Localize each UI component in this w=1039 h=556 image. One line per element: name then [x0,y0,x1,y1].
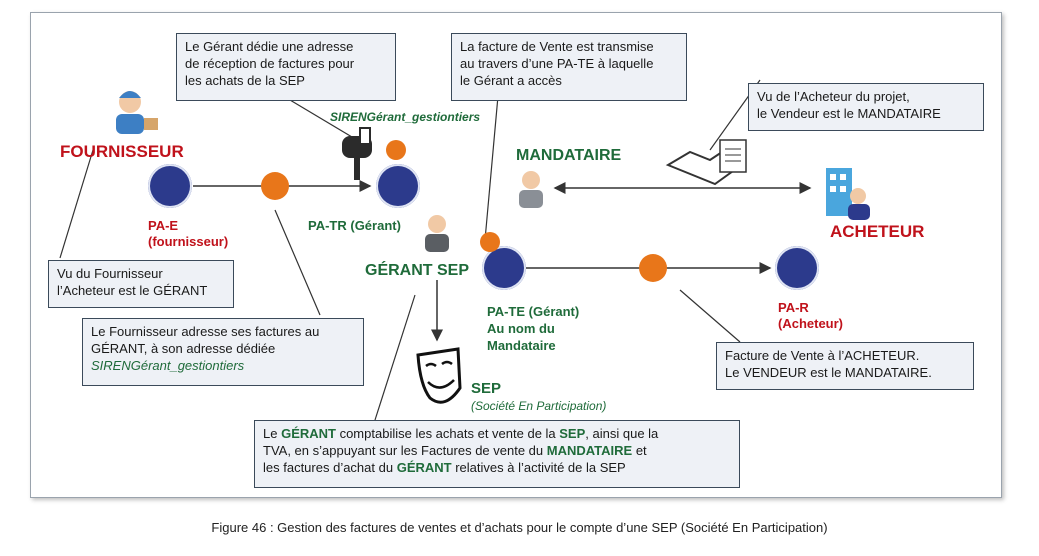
invoice-document-icon [261,172,289,200]
invoice-stack-icon [480,232,500,252]
invoice-stack-icon [386,140,406,160]
pa-e-node-icon [148,164,192,208]
sep-fullname: (Société En Participation) [471,399,607,413]
callout-gerant-adresse: Le Gérant dédie une adresse de réception… [176,33,396,101]
acheteur-building-icon [826,168,870,220]
sep-label: SEP [471,380,502,397]
callout-vu-fournisseur: Vu du Fournisseur l’Acheteur est le GÉRA… [48,260,234,308]
handshake-contract-icon [665,139,747,186]
mandataire-label: MANDATAIRE [516,147,622,164]
gerant-person-icon [425,215,449,252]
callout-fournisseur-adresse: Le Fournisseur adresse ses factures au G… [82,318,364,386]
theater-mask-icon [416,347,462,404]
address-label: SIRENGérant_gestiontiers [330,110,481,124]
mandataire-person-icon [519,171,543,208]
pa-tr-node-icon [376,164,420,208]
pa-te-label: PA-TE (Gérant) Au nom du Mandataire [487,304,580,353]
callout-vente-transmise: La facture de Vente est transmise au tra… [451,33,687,101]
gerant-sep-label: GÉRANT SEP [365,262,470,279]
pa-r-label: PA-R (Acheteur) [778,300,844,331]
callout-comptabilise: Le GÉRANT comptabilise les achats et ven… [254,420,740,488]
pa-tr-label: PA-TR (Gérant) [308,218,401,233]
fournisseur-person-icon [116,91,158,134]
pa-te-node-icon [482,246,526,290]
callout-vu-acheteur: Vu de l’Acheteur du projet, le Vendeur e… [748,83,984,131]
fournisseur-label: FOURNISSEUR [60,142,184,161]
invoice-document-icon [639,254,667,282]
acheteur-label: ACHETEUR [830,222,925,241]
callout-facture-vente: Facture de Vente à l’ACHETEUR. Le VENDEU… [716,342,974,390]
mailbox-icon [342,127,372,180]
figure-caption: Figure 46 : Gestion des factures de vent… [211,520,828,535]
pa-e-label: PA-E (fournisseur) [148,218,229,249]
pa-r-node-icon [775,246,819,290]
